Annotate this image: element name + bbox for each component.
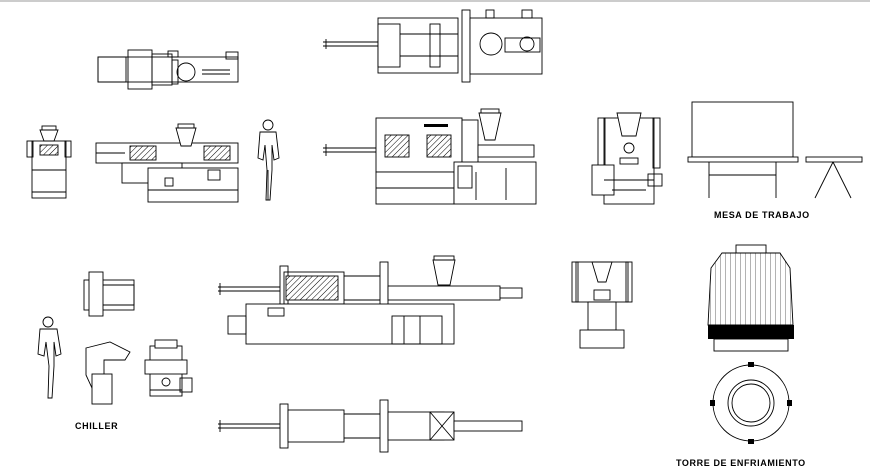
small-injection-machine-top-view [97,49,239,90]
horizontal-injection-machine-side-view [218,255,523,345]
hopper-unit-2-front-view [571,261,633,349]
work-table-side-view [805,156,863,199]
large-injection-machine-top-view [323,9,543,83]
chiller-control-unit [144,339,193,397]
horizontal-injection-machine-top-view [218,399,523,453]
human-figure-scale-1 [257,119,280,201]
hopper-unit-front-view [591,112,663,205]
chiller-top-unit [83,271,135,317]
chiller-side-unit [85,341,131,405]
human-figure-scale-2 [37,316,62,399]
cooling-tower-label: TORRE DE ENFRIAMIENTO [676,458,806,468]
work-table-label: MESA DE TRABAJO [714,210,810,220]
cooling-tower-side-view [707,244,794,352]
cooling-tower-top-view [710,362,792,444]
large-injection-machine-side-view [323,108,537,205]
chiller-label: CHILLER [75,421,118,431]
hopper-dryer-front-view [26,125,72,199]
small-injection-machine-side-view [95,123,239,203]
work-table-front-view [687,101,799,198]
